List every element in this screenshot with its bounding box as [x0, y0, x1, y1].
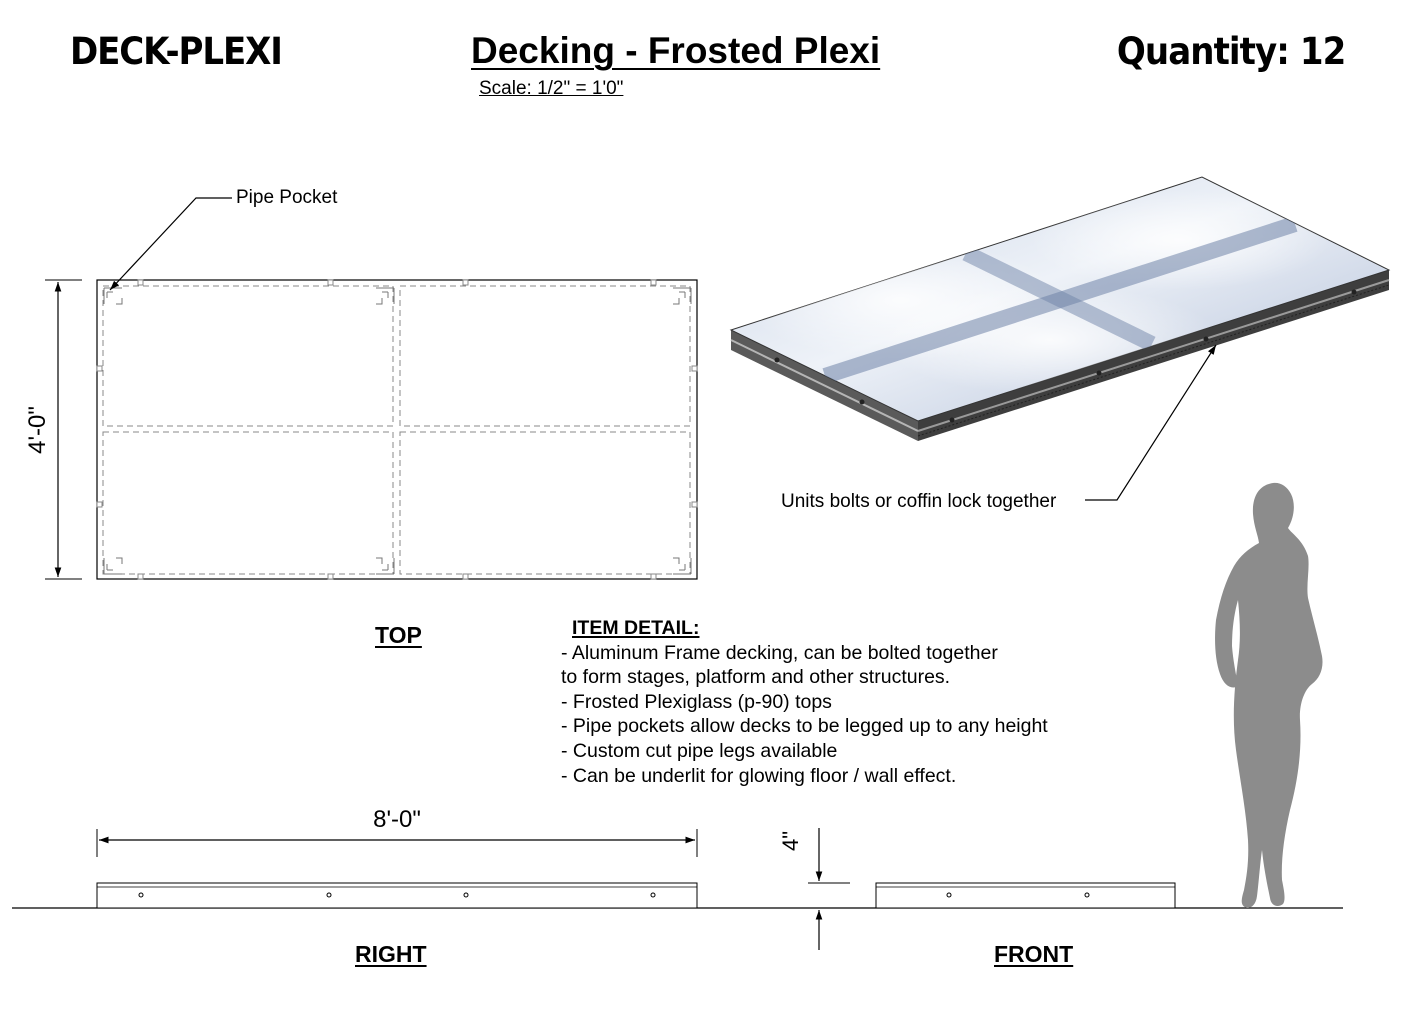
iso-bolt-holes — [774, 289, 1357, 423]
item-code: DECK-PLEXI — [70, 30, 283, 73]
width-dimension-label: 4'-0" — [24, 406, 51, 454]
height-dimension — [808, 828, 850, 950]
pipe-pocket-leader — [109, 197, 232, 291]
item-detail-line: - Pipe pockets allow decks to be legged … — [561, 715, 1048, 738]
bolt-tabs — [96, 279, 698, 580]
quantity-label: Quantity: 12 — [1116, 30, 1345, 73]
item-detail-heading: ITEM DETAIL: — [572, 617, 700, 639]
height-dimension-label: 4" — [778, 830, 803, 852]
coffin-lock-leader — [1085, 344, 1217, 501]
right-view — [96, 882, 698, 909]
item-detail-line: - Can be underlit for glowing floor / wa… — [561, 764, 957, 787]
human-silhouette — [1215, 482, 1323, 908]
coffin-lock-callout: Units bolts or coffin lock together — [781, 491, 1057, 512]
iso-view — [729, 176, 1391, 501]
item-detail-line: - Aluminum Frame decking, can be bolted … — [561, 641, 998, 664]
drawing-title: Decking - Frosted Plexi — [471, 30, 881, 71]
item-detail-line: to form stages, platform and other struc… — [561, 666, 951, 689]
top-view-frame-dashed — [102, 285, 691, 575]
right-view-label: RIGHT — [355, 941, 427, 967]
pipe-pocket-callout: Pipe Pocket — [236, 187, 338, 208]
top-view-outline — [96, 279, 698, 580]
front-view — [875, 882, 1176, 909]
length-dimension — [96, 829, 698, 857]
pipe-pockets — [103, 287, 692, 575]
item-detail-line: - Frosted Plexiglass (p-90) tops — [561, 690, 832, 713]
drawing-scale: Scale: 1/2" = 1'0" — [479, 78, 624, 99]
front-view-label: FRONT — [994, 941, 1074, 967]
item-detail: ITEM DETAIL: - Aluminum Frame decking, c… — [561, 616, 1048, 788]
top-view — [45, 197, 698, 580]
length-dimension-label: 8'-0" — [373, 806, 421, 833]
top-view-label: TOP — [375, 622, 422, 648]
item-detail-line: - Custom cut pipe legs available — [561, 739, 838, 762]
